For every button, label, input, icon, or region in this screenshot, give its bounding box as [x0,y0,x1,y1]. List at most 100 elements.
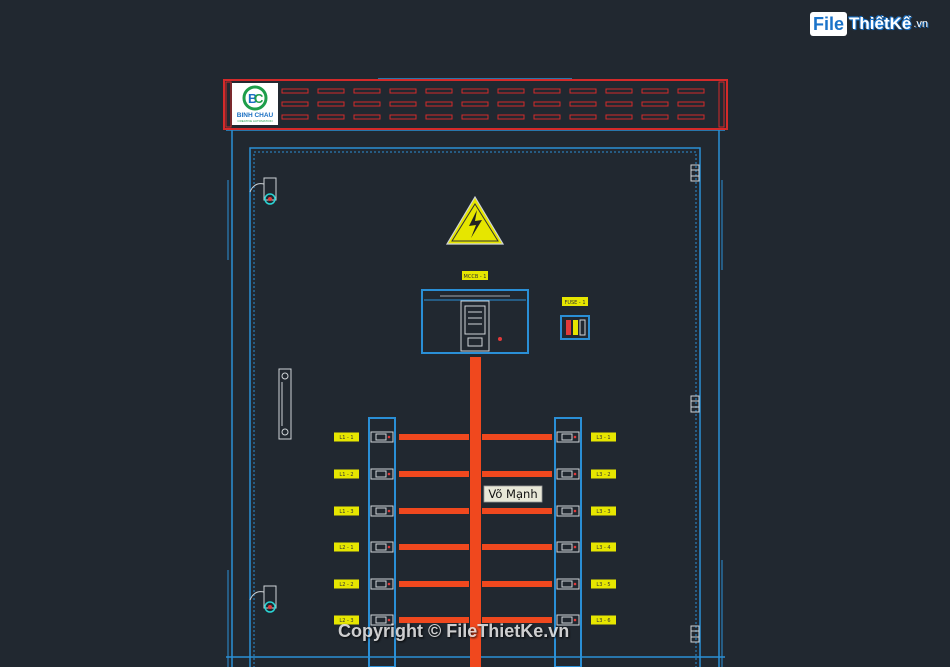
vent-slot [677,114,705,120]
vent-slot [317,88,345,94]
breaker-tag-right: L3 - 5 [591,579,616,589]
main-breaker-tag: MCCB - 1 [462,271,488,280]
logo-name: BINH CHAU [237,112,274,119]
branch-breaker-right [556,541,580,553]
vent-slot [569,101,597,107]
svg-text:L1 - 3: L1 - 3 [339,509,353,515]
branch-breaker-left [370,541,394,553]
vent-slot [677,88,705,94]
breaker-tag-left: L2 - 2 [334,579,359,589]
breaker-tag-right: L3 - 4 [591,542,616,552]
breaker-tag-right: L3 - 6 [591,615,616,625]
branch-breaker-right [556,431,580,443]
svg-text:L3 - 4: L3 - 4 [596,545,610,551]
vent-slot [497,88,525,94]
breaker-tag-left: L2 - 1 [334,542,359,552]
vent-slot [497,114,525,120]
svg-text:B: B [248,91,257,106]
branch-breaker-left [370,468,394,480]
vent-slot [281,101,309,107]
breaker-rail-right [554,417,582,667]
branch-breaker-right [556,505,580,517]
vent-slot [461,114,489,120]
svg-text:MCCB - 1: MCCB - 1 [464,274,487,280]
svg-text:L1 - 2: L1 - 2 [339,472,353,478]
brand-part1: File [810,12,848,36]
vent-slot [389,101,417,107]
svg-text:C: C [254,91,264,106]
branch-breaker-right [556,468,580,480]
branch-breakers: L1 - 1 L3 - 1 L1 - 2 L3 - 2 L1 - 3 L3 - 3 L2 -… [334,431,616,626]
svg-text:L3 - 3: L3 - 3 [596,509,610,515]
svg-text:L2 - 2: L2 - 2 [339,582,353,588]
site-watermark-logo: File ThiếtKế .vn [810,12,928,36]
vent-slot [605,101,633,107]
branch-breaker-right [556,578,580,590]
vent-slot [353,101,381,107]
breaker-tag-left: L1 - 1 [334,432,359,442]
branch-breaker-left [370,578,394,590]
svg-text:FUSE - 1: FUSE - 1 [564,300,585,306]
vent-slot [317,114,345,120]
busbar-branch-right [482,434,552,440]
busbar-branch-right [482,581,552,587]
high-voltage-warning-icon [445,195,505,245]
vent-slot [605,88,633,94]
vent-slot [389,88,417,94]
breaker-tag-right: L3 - 1 [591,432,616,442]
vent-slot [425,114,453,120]
breaker-tag-left: L1 - 3 [334,506,359,516]
main-breaker-enclosure [421,289,529,354]
fuse-holder [560,315,590,340]
breaker-tag-left: L1 - 2 [334,469,359,479]
vent-slot [497,101,525,107]
busbar-branch-left [399,581,469,587]
busbar-branch-left [399,544,469,550]
svg-text:L1 - 1: L1 - 1 [339,435,353,441]
breaker-tag-right: L3 - 2 [591,469,616,479]
logo-tagline: CREATIVE AUTOMATION [237,119,272,123]
vent-slot [533,101,561,107]
vent-slot [353,114,381,120]
brand-part2: ThiếtKế [849,14,912,33]
vent-slot [281,88,309,94]
vent-slot [533,114,561,120]
vent-slot [533,88,561,94]
breaker-tag-right: L3 - 3 [591,506,616,516]
vent-slot [353,88,381,94]
vent-slot [641,101,669,107]
vent-slot [641,114,669,120]
svg-text:L3 - 6: L3 - 6 [596,618,610,624]
busbar-branch-right [482,471,552,477]
breaker-rail-left [368,417,396,667]
svg-text:L3 - 1: L3 - 1 [596,435,610,441]
vent-slot [461,101,489,107]
door-handle [278,368,292,440]
breaker-tag-left: L2 - 3 [334,615,359,625]
svg-text:L3 - 5: L3 - 5 [596,582,610,588]
top-vent-panel [223,79,728,130]
busbar-branch-right [482,544,552,550]
door-lock-top [249,177,277,205]
copyright-watermark: Copyright © FileThietKe.vn [338,621,570,641]
cabinet-side-ticks [227,180,723,667]
busbar-branch-right [482,617,552,623]
vent-slot [605,114,633,120]
vent-slot [425,101,453,107]
vent-slot [641,88,669,94]
svg-text:L2 - 1: L2 - 1 [339,545,353,551]
fuse-tag: FUSE - 1 [562,297,588,306]
branch-breaker-left [370,505,394,517]
branch-breaker-left [370,431,394,443]
branch-breaker-right [556,614,580,626]
vent-slot [425,88,453,94]
svg-text:L2 - 3: L2 - 3 [339,618,353,624]
vent-slot [281,114,309,120]
branch-breaker-left [370,614,394,626]
vent-slot [317,101,345,107]
author-label: Võ Mạnh [488,487,537,501]
busbar-branch-left [399,471,469,477]
vent-slot [677,101,705,107]
busbar-branch-left [399,434,469,440]
busbar-branch-right [482,508,552,514]
